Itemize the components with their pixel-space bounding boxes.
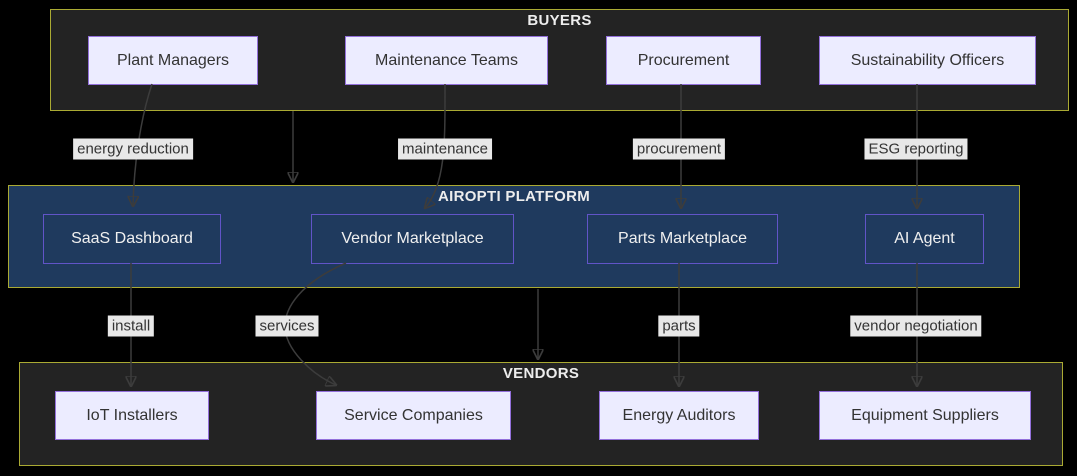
node-parts-marketplace-label: Parts Marketplace: [618, 230, 747, 247]
node-parts-marketplace: Parts Marketplace: [587, 214, 778, 264]
node-iot-installers: IoT Installers: [55, 391, 209, 440]
node-plant-managers: Plant Managers: [88, 36, 258, 85]
cluster-airopti-platform: AIROPTI PLATFORM SaaS Dashboard Vendor M…: [8, 185, 1020, 288]
node-ai-agent: AI Agent: [865, 214, 984, 264]
node-sustainability-officers-label: Sustainability Officers: [850, 51, 1005, 69]
cluster-buyers: BUYERS Plant Managers Maintenance Teams …: [50, 9, 1069, 111]
edge-label-vendor-negotiation: vendor negotiation: [850, 315, 982, 337]
node-saas-dashboard-label: SaaS Dashboard: [71, 230, 193, 247]
node-plant-managers-label: Plant Managers: [116, 51, 230, 69]
node-sustainability-officers: Sustainability Officers: [819, 36, 1036, 85]
node-service-companies: Service Companies: [316, 391, 511, 440]
cluster-vendors-label: VENDORS: [502, 365, 580, 382]
node-procurement: Procurement: [606, 36, 761, 85]
cluster-buyers-label: BUYERS: [527, 12, 592, 29]
node-vendor-marketplace: Vendor Marketplace: [311, 214, 514, 264]
node-iot-installers-label: IoT Installers: [86, 406, 178, 424]
edge-label-maintenance: maintenance: [398, 138, 492, 160]
edge-label-services: services: [255, 315, 319, 337]
node-procurement-label: Procurement: [637, 51, 730, 69]
node-maintenance-teams: Maintenance Teams: [345, 36, 548, 85]
node-service-companies-label: Service Companies: [344, 406, 483, 424]
node-equipment-suppliers-label: Equipment Suppliers: [851, 406, 999, 424]
edge-label-parts: parts: [658, 315, 700, 337]
edge-label-energy-reduction: energy reduction: [73, 138, 193, 160]
node-equipment-suppliers: Equipment Suppliers: [819, 391, 1031, 440]
cluster-airopti-platform-label: AIROPTI PLATFORM: [437, 188, 590, 205]
node-energy-auditors-label: Energy Auditors: [622, 406, 736, 424]
cluster-vendors: VENDORS IoT Installers Service Companies…: [19, 362, 1063, 466]
node-saas-dashboard: SaaS Dashboard: [43, 214, 221, 264]
node-ai-agent-label: AI Agent: [894, 230, 955, 247]
edge-label-esg-reporting: ESG reporting: [864, 138, 968, 160]
node-vendor-marketplace-label: Vendor Marketplace: [341, 230, 484, 247]
edge-label-install: install: [107, 315, 155, 337]
node-maintenance-teams-label: Maintenance Teams: [375, 51, 518, 69]
node-energy-auditors: Energy Auditors: [599, 391, 759, 440]
edge-label-procurement: procurement: [632, 138, 726, 160]
